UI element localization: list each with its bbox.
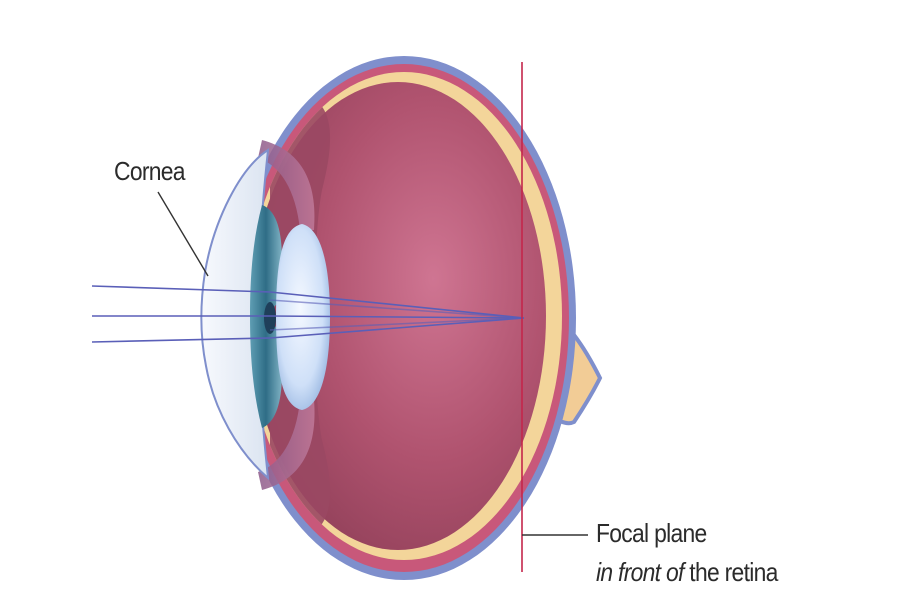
focal-position-emphasis: in front of: [596, 557, 684, 587]
cornea-label: Cornea: [114, 156, 186, 186]
focal-position-tail: the retina: [683, 557, 778, 587]
eye-interior: [250, 82, 546, 550]
ciliary-body: [258, 140, 315, 230]
cornea-leader-line: [157, 191, 209, 277]
ciliary-body-lower: [258, 400, 315, 490]
focal-position-label: in front of the retina: [596, 557, 778, 587]
focal-plane-label: Focal plane: [596, 518, 707, 548]
pupil: [264, 302, 276, 334]
light-rays: [91, 285, 525, 343]
